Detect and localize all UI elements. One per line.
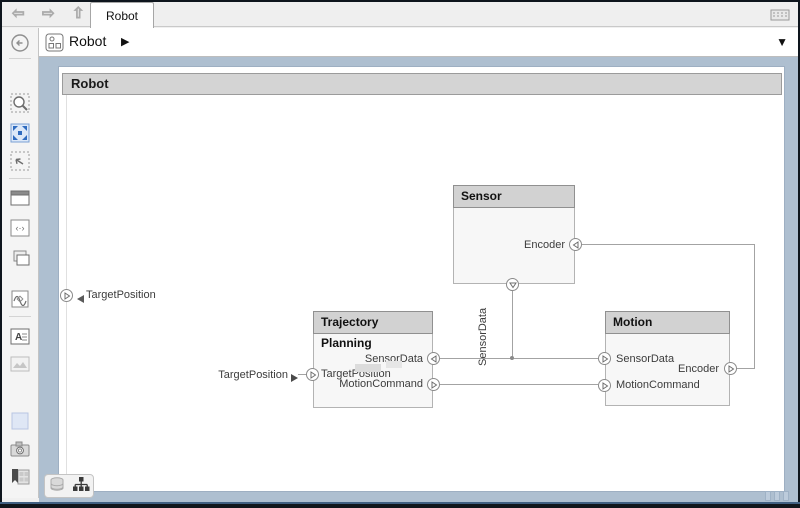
- tab-bar: ⇦ ⇨ ⇧ Robot: [2, 2, 798, 28]
- wire-sensordata-horizontal[interactable]: [440, 358, 598, 359]
- block-sensor[interactable]: Sensor: [453, 185, 575, 284]
- external-targetposition-arrow-icon: [290, 370, 300, 388]
- port-tp-targetposition[interactable]: [306, 368, 319, 381]
- block-trajectory-planning-title: Trajectory Planning: [321, 315, 379, 350]
- port-label-encoder-motion: Encoder: [678, 363, 719, 375]
- wire-label-sensordata: SensorData: [477, 307, 489, 366]
- port-label-motioncommand-motion: MotionCommand: [616, 379, 700, 391]
- port-sensor-encoder[interactable]: [569, 238, 582, 251]
- port-tp-sensordata[interactable]: [427, 352, 440, 365]
- viewmark-icon[interactable]: [2, 464, 38, 490]
- boundary-port-arrow-icon: [75, 291, 85, 309]
- wire-junction-dot: [510, 356, 514, 360]
- signal-icon[interactable]: [2, 286, 38, 312]
- wire-targetposition[interactable]: [298, 374, 307, 375]
- port-sensor-sensordata[interactable]: [506, 278, 519, 291]
- wire-encoder-h1[interactable]: [737, 368, 755, 369]
- boundary-port-label: TargetPosition: [86, 289, 156, 301]
- keyboard-icon[interactable]: [770, 8, 790, 26]
- block-motion[interactable]: Motion: [605, 311, 730, 406]
- camera-icon[interactable]: [2, 436, 38, 462]
- block-motion-header[interactable]: Motion: [605, 311, 730, 334]
- back-arrow-icon[interactable]: ⇦: [12, 5, 26, 23]
- block-trajectory-planning[interactable]: Trajectory Planning: [313, 311, 433, 408]
- palette-separator: [9, 316, 31, 317]
- hierarchy-icon[interactable]: [72, 476, 90, 497]
- copy-icon[interactable]: [2, 245, 38, 271]
- database-icon[interactable]: [49, 476, 65, 497]
- port-motion-motioncommand[interactable]: [598, 379, 611, 392]
- breadcrumb-caret-icon[interactable]: ▶: [121, 36, 130, 48]
- viewport-icon[interactable]: ‹·›: [2, 215, 38, 241]
- port-label-sensordata-tp: SensorData: [364, 353, 423, 365]
- port-label-encoder-sensor: Encoder: [524, 239, 565, 251]
- frame-title: Robot: [71, 76, 109, 91]
- palette-separator: [9, 178, 31, 179]
- window-bottom-border: [0, 502, 800, 508]
- tool-palette: ‹·› A »: [2, 28, 39, 508]
- area-icon[interactable]: [2, 408, 38, 434]
- forward-arrow-icon[interactable]: ⇨: [42, 5, 56, 23]
- wire-sensordata-vertical[interactable]: [512, 291, 513, 359]
- tab-label: Robot: [105, 8, 139, 23]
- port-tp-motioncommand[interactable]: [427, 378, 440, 391]
- wire-motioncommand[interactable]: [440, 384, 598, 385]
- port-motion-sensordata[interactable]: [598, 352, 611, 365]
- up-arrow-icon[interactable]: ⇧: [72, 5, 86, 23]
- view-toggle-badges: [44, 474, 94, 498]
- resize-grip[interactable]: [765, 491, 795, 501]
- svg-text:A: A: [15, 332, 22, 343]
- label-smudge: [355, 364, 381, 372]
- port-motion-encoder[interactable]: [724, 362, 737, 375]
- block-sensor-header[interactable]: Sensor: [453, 185, 575, 208]
- wire-encoder-h2[interactable]: [582, 244, 755, 245]
- block-trajectory-planning-header[interactable]: Trajectory Planning: [313, 311, 433, 350]
- zoom-selection-icon[interactable]: [2, 148, 38, 174]
- svg-text:‹·›: ‹·›: [16, 223, 25, 233]
- breadcrumb-dropdown-icon[interactable]: ▼: [776, 35, 788, 49]
- port-label-sensordata-motion: SensorData: [616, 353, 675, 365]
- label-smudge: [386, 361, 402, 368]
- block-sensor-title: Sensor: [461, 189, 502, 203]
- zoom-region-icon[interactable]: [2, 90, 38, 116]
- external-targetposition-label: TargetPosition: [218, 369, 288, 381]
- annotation-icon[interactable]: A: [2, 323, 38, 349]
- palette-separator: [9, 58, 31, 59]
- block-motion-title: Motion: [613, 315, 653, 329]
- fit-to-view-icon[interactable]: [2, 120, 38, 146]
- architecture-frame-header[interactable]: Robot: [62, 73, 782, 95]
- component-icon: [45, 33, 64, 57]
- breadcrumb-item-robot[interactable]: Robot: [69, 33, 107, 49]
- image-icon[interactable]: [2, 351, 38, 377]
- tab-robot[interactable]: Robot: [90, 2, 154, 28]
- wire-encoder-vertical[interactable]: [754, 244, 755, 369]
- canvas-margin: Robot TargetPosition Sensor Encoder: [39, 57, 798, 503]
- diagram-canvas[interactable]: Robot TargetPosition Sensor Encoder: [58, 66, 785, 493]
- back-circle-icon[interactable]: [2, 30, 38, 56]
- port-label-motioncommand-tp: MotionCommand: [339, 378, 423, 390]
- window-icon[interactable]: [2, 185, 38, 211]
- boundary-port-targetposition[interactable]: [60, 289, 73, 302]
- breadcrumb: Robot ▶ ▼: [39, 28, 798, 57]
